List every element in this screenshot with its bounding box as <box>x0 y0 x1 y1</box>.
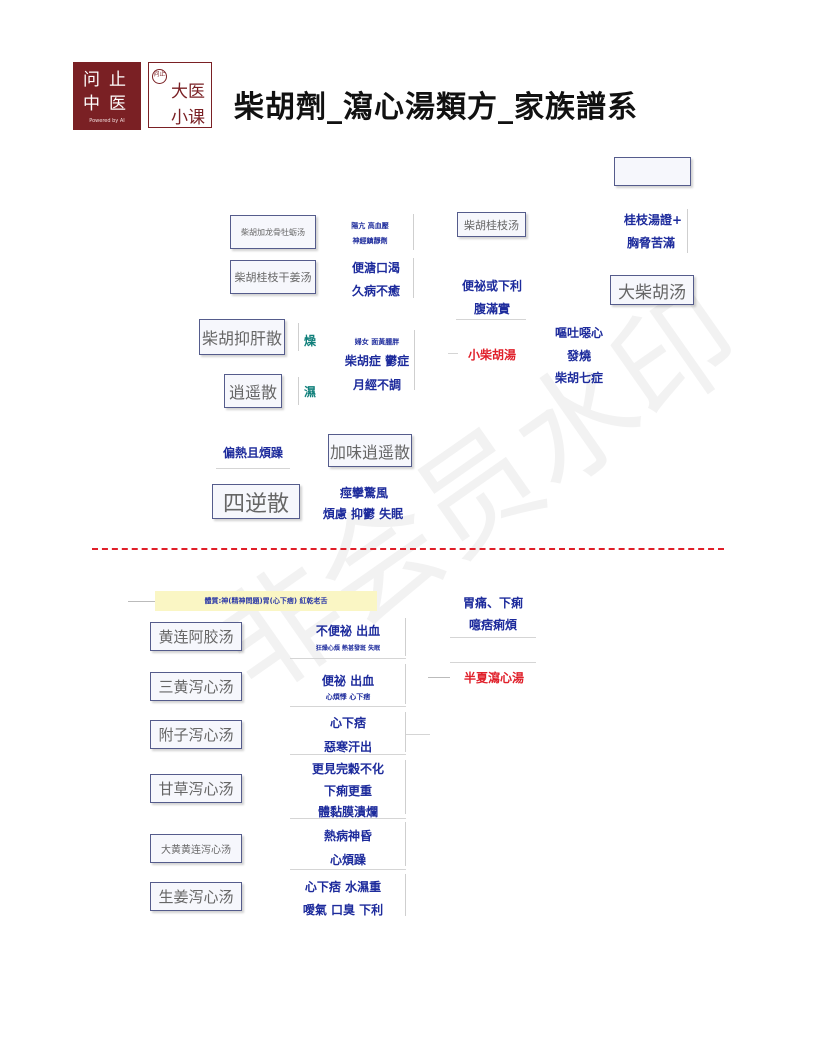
logo-line-2: 小课 <box>171 108 205 128</box>
label-shi: 濕 <box>303 385 316 399</box>
label-biantang-kouke: 便溏口渴 <box>351 261 400 275</box>
label-pianre-fanzao: 偏熱且煩躁 <box>222 446 283 460</box>
logo-char: 止 <box>109 70 126 90</box>
connector-line <box>413 258 414 298</box>
connector-line <box>450 662 536 663</box>
connector-line <box>405 618 406 656</box>
label-fuman-shi: 腹滿實 <box>473 302 510 316</box>
label-kuangzao-xinfan: 狂燥心煩 熱甚發斑 失眠 <box>315 645 381 652</box>
box-chaihu-longgu-muli: 柴胡加龙骨牡蛎汤 <box>230 215 316 249</box>
connector-line <box>428 677 450 678</box>
label-outu-exin: 嘔吐噁心 <box>554 326 603 340</box>
box-da-chaihu-tang: 大柴胡汤 <box>610 275 694 305</box>
box-chaihu-yigan-san: 柴胡抑肝散 <box>199 319 285 355</box>
box-xiaoyao-san: 逍遥散 <box>224 374 282 408</box>
label-guizhi-tangzheng: 桂枝湯證+ <box>623 213 683 227</box>
label-fashao: 發燒 <box>566 349 591 363</box>
connector-line <box>405 822 406 866</box>
connector-line <box>298 377 299 405</box>
connector-line <box>290 818 406 819</box>
box-huanglian-ejiao-tang: 黄连阿胶汤 <box>150 622 242 651</box>
label-shenjing-zhenjing: 神經鎮靜劑 <box>352 237 388 245</box>
connector-line <box>290 869 406 870</box>
connector-line <box>405 664 406 704</box>
label-bianbi-chuxue: 便祕 出血 <box>321 674 375 688</box>
box-sini-san: 四逆散 <box>212 484 300 519</box>
label-aiqi-kouchou: 噯氣 口臭 下利 <box>302 903 384 917</box>
connector-line <box>290 706 406 707</box>
box-gancao-xiexin-tang: 甘草泻心汤 <box>150 774 242 803</box>
label-rebing-shenhun: 熱病神昏 <box>323 829 372 843</box>
label-yangkang: 陽亢 高血壓 <box>351 222 389 230</box>
label-xinxia-pi: 心下痞 <box>329 716 366 730</box>
label-wuhan-hanchu: 惡寒汗出 <box>323 740 372 754</box>
logo-dayi-xiaoke: 问止 大医 小课 <box>148 62 212 128</box>
empty-box <box>614 157 691 186</box>
box-chaihu-guizhi-ganjiang: 柴胡桂枝干姜汤 <box>230 260 316 294</box>
label-weitong-xiali: 胃痛、下痢 <box>462 596 523 610</box>
label-chaihu-qizheng: 柴胡七症 <box>554 371 603 385</box>
box-sanhuang-xiexin-tang: 三黄泻心汤 <box>150 672 242 701</box>
connector-line <box>405 760 406 814</box>
connector-line <box>290 754 406 755</box>
box-fuzi-xiexin-tang: 附子泻心汤 <box>150 720 242 749</box>
connector-line <box>298 323 299 351</box>
connector-line <box>405 712 406 752</box>
logo-circle-mark: 问止 <box>152 69 167 84</box>
page-title: 柴胡劑_瀉心湯類方_家族譜系 <box>234 90 638 125</box>
connector-line <box>413 214 414 250</box>
label-xiali-gengzhong: 下痢更重 <box>323 784 372 798</box>
section-divider <box>92 548 724 550</box>
logo-wenzhi: 问 止 中 医 Powered by AI <box>73 62 141 130</box>
box-chaihu-guizhi-tang: 柴胡桂枝汤 <box>457 212 526 237</box>
label-xinxiapi-shuishi: 心下痞 水濕重 <box>304 880 382 894</box>
label-jiubing-buyu: 久病不癒 <box>351 284 400 298</box>
label-chaihu-yuzheng: 柴胡症 鬱症 <box>344 354 410 368</box>
connector-line <box>414 330 415 390</box>
label-genjian-wangu: 更見完穀不化 <box>311 762 384 776</box>
connector-line <box>406 734 430 735</box>
logo-char: 医 <box>109 94 126 114</box>
logo-char: 问 <box>83 70 100 90</box>
box-jiawei-xiaoyao-san: 加味逍遥散 <box>328 434 412 467</box>
label-funu-mianhuang: 婦女 面黃腫胖 <box>354 338 400 346</box>
connector-line <box>290 658 406 659</box>
connector-line <box>128 601 156 602</box>
label-aipi-lifan: 噫痞痢煩 <box>468 618 517 632</box>
connector-line <box>456 319 526 320</box>
logo-line-1: 大医 <box>171 82 205 102</box>
label-bubianbi-chuxue: 不便祕 出血 <box>315 624 381 638</box>
box-dahuang-huanglian-xiexin-tang: 大黄黄连泻心汤 <box>150 834 242 863</box>
label-xiongxie-kuman: 胸脅苦滿 <box>626 236 675 250</box>
connector-line <box>448 353 458 354</box>
label-bianbi-huo-xiali: 便祕或下利 <box>461 279 522 293</box>
label-fanlv-yiyu-shimian: 煩慮 抑鬱 失眠 <box>322 507 404 521</box>
label-jingluan-jingfeng: 痙攣驚風 <box>339 486 388 500</box>
label-xinfan-ji: 心煩悸 心下痞 <box>325 693 371 701</box>
tizhi-band: 體質:神(精神問題)胃(心下痞) 紅乾老舌 <box>155 591 377 611</box>
label-zao: 燥 <box>303 334 316 348</box>
label-xin-fanzao: 心煩躁 <box>329 853 366 867</box>
label-yuejing-butiao: 月經不調 <box>352 378 401 392</box>
connector-line <box>450 637 536 638</box>
logo-char: 中 <box>83 94 100 114</box>
label-tinianmo-kuilan: 體黏膜潰爛 <box>317 805 378 819</box>
logo-powered-text: Powered by AI <box>89 118 125 124</box>
connector-line <box>216 468 290 469</box>
connector-line <box>405 874 406 916</box>
label-banxia-xiexin-tang: 半夏瀉心湯 <box>463 671 524 685</box>
box-shengjiang-xiexin-tang: 生姜泻心汤 <box>150 882 242 911</box>
connector-line <box>687 209 688 253</box>
label-xiao-chaihu-tang: 小柴胡湯 <box>467 348 516 362</box>
